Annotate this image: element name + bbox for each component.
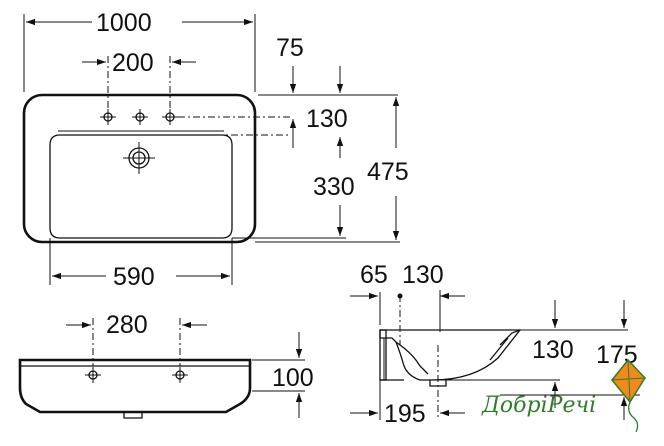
front-view: 280 100 <box>18 311 314 419</box>
dim-tap-to-bowl: 130 <box>306 105 348 133</box>
tap-hole-icon <box>85 367 101 383</box>
tap-hole-icon <box>100 109 116 125</box>
drain-icon <box>123 142 155 174</box>
dim-back-offset: 75 <box>276 34 304 62</box>
dim-wall-offset: 65 <box>360 261 388 289</box>
tap-hole-icon <box>172 367 188 383</box>
top-view: 1000 200 75 130 330 475 590 <box>22 9 409 291</box>
dim-width: 1000 <box>96 9 152 37</box>
dim-bowl-width: 590 <box>113 263 155 291</box>
dim-front-height: 100 <box>272 364 314 392</box>
dim-bowl-depth: 330 <box>313 173 355 201</box>
watermark-logo: ДобріРечі <box>481 358 646 433</box>
bowl-outline <box>49 134 233 239</box>
dim-bowl-height: 130 <box>532 336 574 364</box>
basin-front-outline <box>18 358 252 414</box>
tap-hole-icon <box>162 109 178 125</box>
dim-tap-offset: 130 <box>402 261 444 289</box>
dim-drain-offset: 195 <box>384 400 426 428</box>
side-view: 65 130 130 175 195 <box>350 261 640 428</box>
watermark-text: ДобріРечі <box>481 393 596 418</box>
tap-hole-icon <box>132 109 148 125</box>
dim-depth: 475 <box>367 158 409 186</box>
dim-front-tap-spacing: 280 <box>106 311 148 339</box>
basin-outline <box>22 93 257 244</box>
dim-tap-spacing: 200 <box>112 49 154 77</box>
basin-side-outline <box>379 329 522 381</box>
